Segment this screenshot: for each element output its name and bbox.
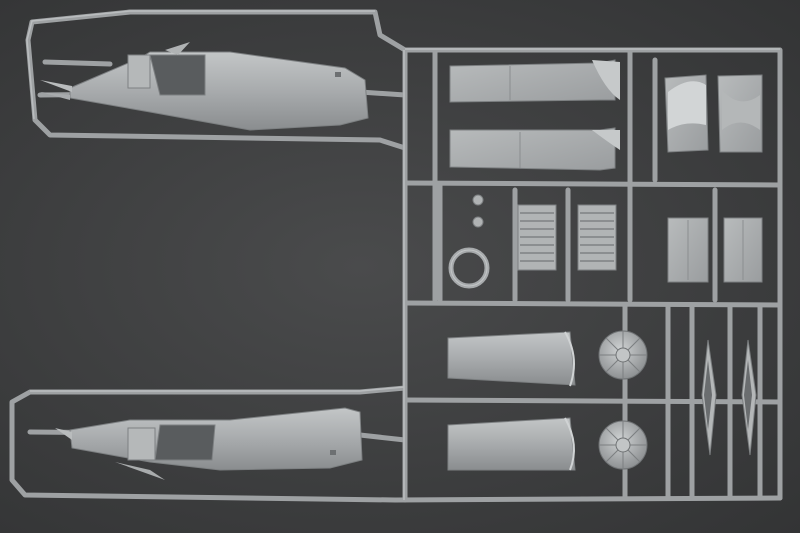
side-panel-left: [667, 217, 709, 283]
side-panel-right: [723, 217, 763, 283]
intake-part-right: [717, 74, 763, 153]
fan-disk-upper: [598, 330, 648, 380]
grille-part-left: [517, 204, 557, 271]
fuselage-half-lower: [55, 407, 363, 480]
strut-part-left: [701, 339, 717, 456]
exhaust-nozzle-lower: [447, 417, 576, 471]
fuselage-half-upper: [40, 42, 369, 131]
intake-part-left: [664, 74, 709, 153]
strut-part-right: [741, 339, 757, 456]
fan-disk-lower: [598, 420, 648, 470]
small-knob-parts: [472, 194, 484, 228]
ring-part: [448, 247, 490, 289]
engine-cover-panel-top: [449, 59, 620, 103]
sprue-frame: [9, 9, 783, 503]
exhaust-nozzle-upper: [447, 331, 576, 387]
grille-part-right: [577, 204, 617, 271]
sprue-frame-highlight: [26, 10, 780, 500]
engine-cover-panel-bottom: [449, 127, 620, 171]
